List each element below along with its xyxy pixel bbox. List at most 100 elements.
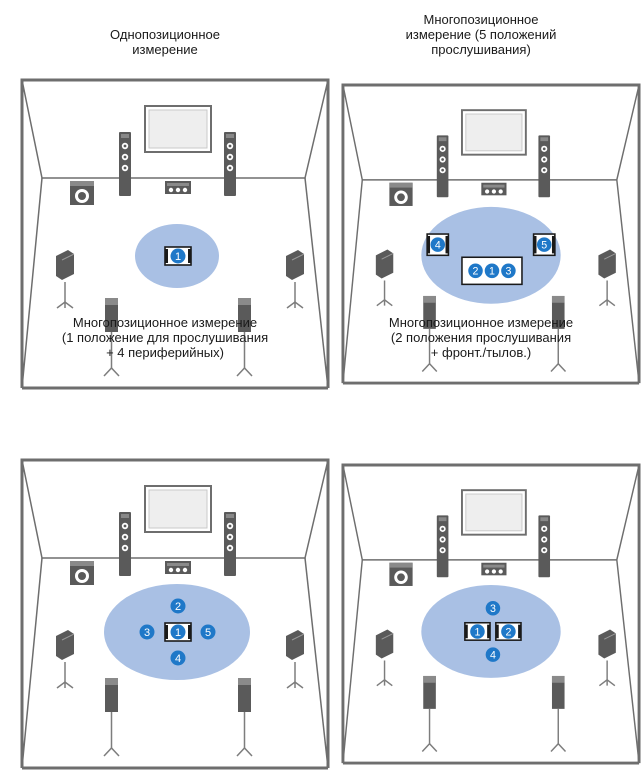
position-marker-circle [170, 248, 186, 264]
front-right-speaker-icon [224, 512, 236, 576]
speaker-driver-center [123, 144, 127, 148]
panel-five-positions: Многопозиционное измерение (5 положений … [321, 0, 641, 390]
speaker-driver-center [228, 524, 232, 528]
subwoofer-cone-center [397, 193, 405, 202]
speaker-body [105, 678, 118, 712]
speaker-body [238, 298, 251, 332]
speaker-driver [491, 189, 497, 194]
speaker-stand-base [56, 681, 74, 689]
position-marker: 4 [430, 237, 446, 252]
speaker-top [105, 298, 118, 305]
speaker-driver-center [441, 147, 444, 151]
position-marker-circle [139, 624, 155, 640]
speaker-body [105, 298, 118, 332]
room-walls [341, 83, 641, 384]
speaker-driver-center [123, 535, 127, 539]
position-marker-circle [470, 624, 485, 639]
speaker-top [423, 295, 436, 303]
position-marker: 1 [170, 248, 186, 264]
speaker-body [538, 135, 551, 198]
listening-zone [421, 206, 561, 304]
speaker-driver-center [542, 548, 546, 552]
speaker-driver [168, 187, 174, 193]
subwoofer-cone-center [78, 192, 86, 200]
position-marker-circle [485, 600, 501, 616]
speaker-tweeter [121, 134, 129, 138]
speaker-top [483, 564, 505, 568]
position-marker: 3 [139, 624, 155, 640]
subwoofer-cone-center [78, 572, 86, 580]
surround-left-speaker-icon [375, 249, 394, 307]
position-marker: 1 [470, 624, 485, 639]
room-right-corner [304, 557, 329, 769]
speaker-body [224, 512, 236, 576]
position-marker-circle [170, 650, 186, 666]
position-marker-label: 3 [490, 603, 496, 615]
speaker-driver [168, 567, 174, 573]
speaker-tweeter [540, 137, 549, 142]
position-marker: 2 [170, 598, 186, 614]
room-walls [341, 463, 641, 764]
speaker-body [551, 675, 565, 709]
speaker-stand-base [550, 742, 567, 752]
speaker-top [167, 563, 189, 566]
position-marker-label: 1 [175, 627, 181, 639]
position-marker-label: 5 [541, 240, 547, 252]
room-outline [341, 83, 641, 385]
panel-single-position: Однопозиционное измерение 1 [0, 0, 330, 390]
panel-caption: Многопозиционное измерение (2 положения … [388, 315, 574, 360]
room-left-corner [21, 557, 43, 769]
speaker-stand-base [550, 362, 567, 372]
position-marker: 2 [468, 263, 483, 279]
speaker-top [551, 675, 565, 683]
subwoofer-top [70, 561, 94, 566]
front-left-speaker-icon [436, 515, 449, 578]
surround-back-right-speaker-icon [236, 678, 253, 757]
speaker-body [238, 678, 251, 712]
speaker-tweeter [226, 514, 234, 518]
center-speaker-icon [165, 561, 191, 574]
position-marker-label: 5 [205, 627, 211, 639]
position-marker-label: 2 [505, 626, 511, 638]
position-marker-label: 3 [144, 627, 150, 639]
room-left-corner [342, 179, 364, 384]
speaker-body [119, 512, 131, 576]
speaker-driver-center [441, 548, 444, 552]
position-marker-circle [468, 263, 483, 279]
tv-icon [461, 109, 527, 156]
speaker-body [551, 295, 565, 329]
speaker-body [538, 515, 551, 578]
tv-screen [465, 113, 523, 152]
speaker-tweeter [121, 514, 129, 518]
surround-right-speaker-icon [598, 249, 617, 307]
speaker-body [375, 249, 394, 279]
speaker-stand-base [236, 746, 253, 757]
surround-left-speaker-icon [56, 250, 75, 309]
position-marker: 5 [536, 237, 552, 252]
speaker-body [286, 250, 304, 280]
tv-icon [144, 105, 212, 153]
speaker-body [119, 132, 131, 196]
position-marker: 2 [501, 624, 516, 639]
speaker-stand-base [103, 746, 120, 757]
speaker-body [436, 135, 449, 198]
tv-screen [148, 109, 208, 149]
speaker-top [551, 295, 565, 303]
speaker-body [598, 629, 616, 659]
speaker-driver-center [441, 538, 444, 541]
speaker-body [56, 250, 74, 280]
surround-back-right-speaker-icon [550, 675, 567, 752]
position-marker-label: 1 [474, 626, 480, 638]
room-left-corner [342, 559, 364, 764]
speaker-driver-center [441, 168, 444, 172]
room-back-wall [21, 79, 329, 179]
seat-arm-right [518, 624, 521, 639]
surround-right-speaker-icon [598, 629, 617, 687]
speaker-body [423, 675, 436, 709]
speaker-driver-center [123, 524, 127, 528]
subwoofer-icon [389, 182, 413, 206]
seat-arm-left [165, 625, 168, 639]
panel-caption: Многопозиционное измерение (5 положений … [405, 12, 557, 57]
speaker-body [598, 249, 616, 279]
